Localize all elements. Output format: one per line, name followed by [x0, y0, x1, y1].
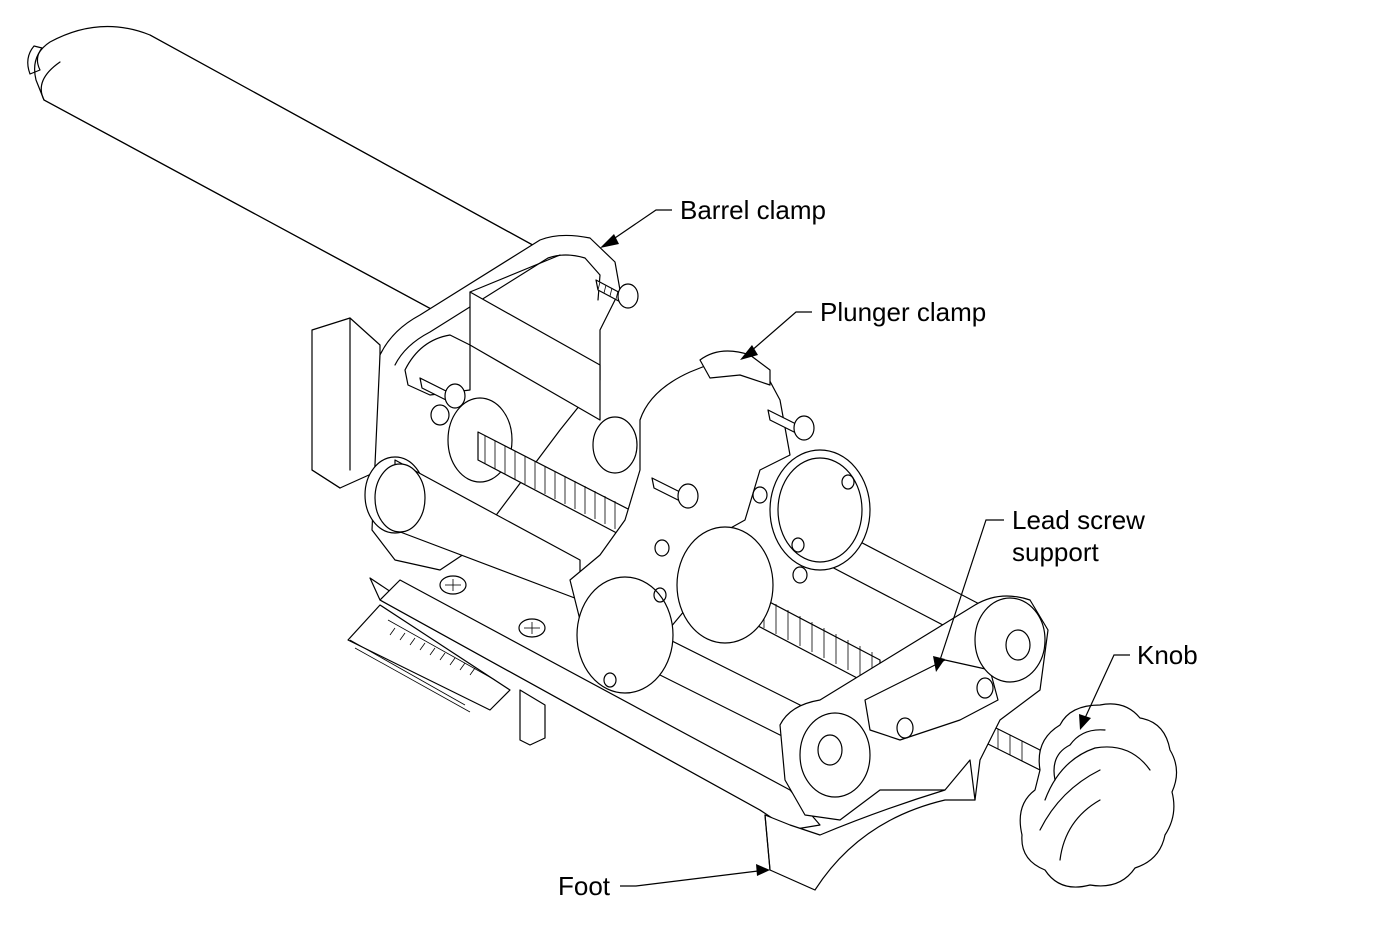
plunger-clamp-screw — [651, 409, 815, 509]
base-screws — [439, 575, 546, 638]
syringe-barrel — [27, 25, 561, 331]
label-barrel-clamp: Barrel clamp — [680, 195, 826, 225]
foot — [764, 759, 976, 891]
label-lead-screw-support-line2: support — [1012, 537, 1099, 567]
carriage-screw-left — [419, 377, 466, 426]
label-foot: Foot — [558, 871, 611, 901]
knob — [1019, 703, 1178, 888]
label-lead-screw-support-line1: Lead screw — [1012, 505, 1145, 535]
callout-foot: Foot — [558, 864, 770, 901]
label-plunger-clamp: Plunger clamp — [820, 297, 986, 327]
lead-screw-threads — [484, 436, 616, 529]
callout-barrel-clamp: Barrel clamp — [600, 195, 826, 248]
callout-plunger-clamp: Plunger clamp — [740, 297, 986, 360]
callout-knob: Knob — [1079, 640, 1198, 730]
callout-lead-screw-support: Lead screw support — [933, 505, 1145, 672]
motor-block — [311, 317, 381, 489]
label-knob: Knob — [1137, 640, 1198, 670]
barrel-clamp-screw — [595, 279, 639, 309]
plunger-clamp-assembly — [569, 350, 871, 694]
lead-screw-support — [779, 595, 1049, 821]
header-pins — [349, 619, 496, 713]
